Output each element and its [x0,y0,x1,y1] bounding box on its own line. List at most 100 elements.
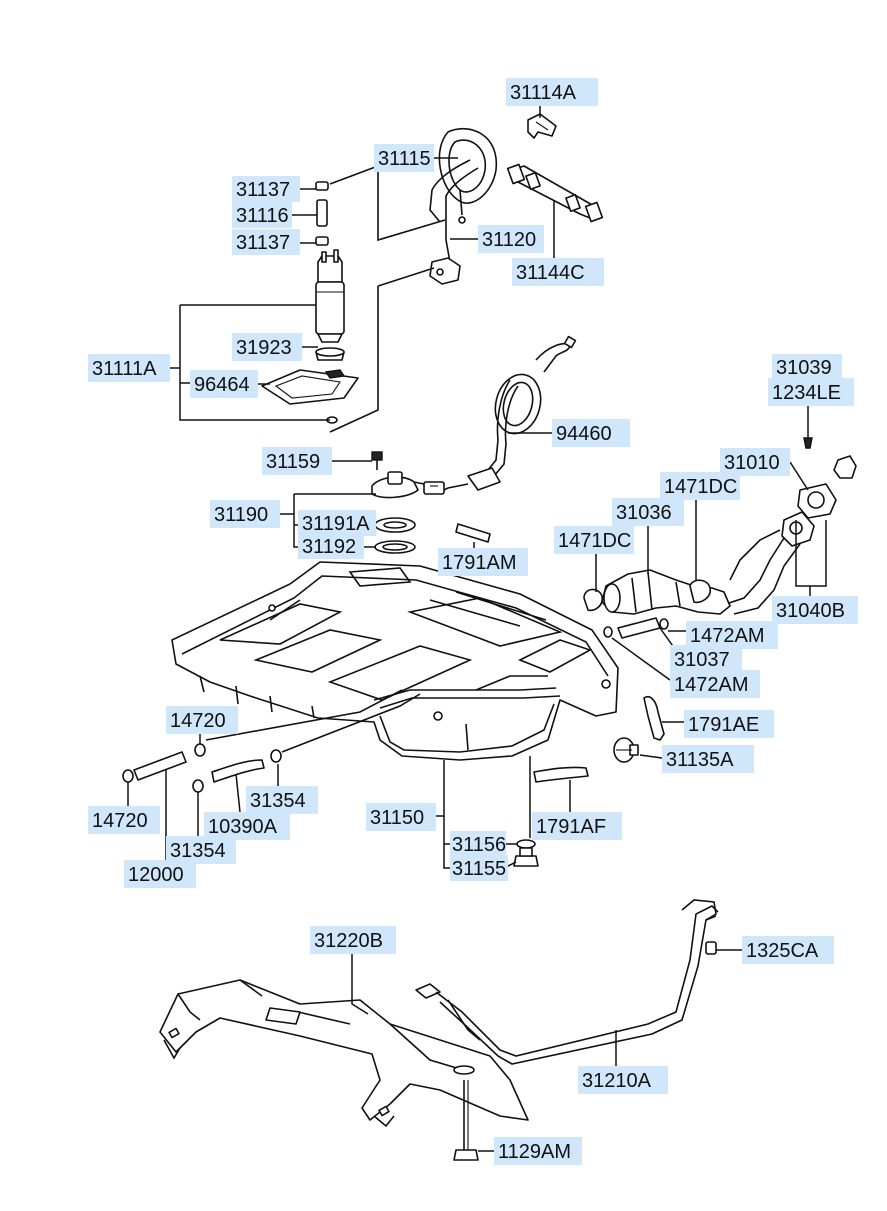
label-31220B: 31220B [310,926,396,954]
svg-text:31354: 31354 [170,840,226,862]
label-31192: 31192 [298,533,364,559]
fuel-pump-motor-drawing [315,249,345,343]
svg-text:1471DC: 1471DC [558,530,631,552]
sender-unit-94460-drawing [423,335,577,495]
bolt-1129AM-drawing [453,1065,479,1161]
svg-text:31115: 31115 [378,148,431,170]
svg-text:31040B: 31040B [776,600,845,622]
pump-flange-31115-drawing [429,127,498,285]
part-labels: 31114A 31115 31137 31116 31137 31120 311… [88,78,858,1165]
label-31036: 31036 [612,498,684,526]
label-31159: 31159 [262,447,332,475]
svg-text:31156: 31156 [452,834,506,856]
pump-assembly-outline [329,165,446,433]
svg-text:31210A: 31210A [582,1070,652,1092]
svg-text:1791AM: 1791AM [442,552,517,574]
svg-text:31039: 31039 [776,357,832,379]
hose-1791AF-drawing [533,766,589,783]
label-31116: 31116 [232,202,292,228]
svg-text:31111A: 31111A [92,358,157,380]
svg-text:1472AM: 1472AM [674,674,749,696]
strap-31210A-drawing [415,899,719,1065]
svg-text:1791AF: 1791AF [536,816,606,838]
label-31354-lower: 31354 [166,836,236,864]
hose-1791AM-drawing [455,523,491,543]
label-14720-upper: 14720 [166,706,238,734]
svg-text:31220B: 31220B [314,930,383,952]
valve-31135A-drawing [613,737,639,763]
label-31144C: 31144C [512,258,604,286]
label-31040B: 31040B [772,596,858,624]
svg-text:31155: 31155 [452,858,506,880]
cushion-31923-drawing [315,347,345,361]
label-12000: 12000 [124,860,196,888]
clip-31114A-drawing [527,113,557,139]
svg-text:31923: 31923 [236,337,292,359]
svg-text:1471DC: 1471DC [664,476,737,498]
fuel-tank-31150-drawing [171,561,619,761]
filler-neck-31040B-drawing [725,437,857,615]
svg-text:1325CA: 1325CA [746,940,819,962]
svg-text:31144C: 31144C [516,262,585,284]
small-parts-31137-31116-drawing [315,181,329,246]
label-31150: 31150 [366,803,436,831]
label-31354-upper: 31354 [246,786,318,814]
label-14720-lower: 14720 [88,806,160,834]
svg-text:12000: 12000 [128,864,184,886]
label-31156: 31156 [450,831,506,857]
svg-text:31191A: 31191A [302,513,370,535]
label-31923: 31923 [232,333,302,361]
filler-hose-31036-drawing [583,569,731,615]
hose-31144C-drawing [506,163,604,223]
svg-text:31116: 31116 [236,205,289,227]
svg-text:31137: 31137 [236,179,290,201]
label-31190: 31190 [210,500,280,528]
svg-text:31159: 31159 [266,451,320,473]
label-31039: 31039 [772,354,842,380]
label-31115: 31115 [374,144,434,172]
svg-text:96464: 96464 [194,374,250,396]
svg-text:14720: 14720 [92,810,148,832]
label-31010: 31010 [720,448,790,476]
label-31135A: 31135A [662,745,754,773]
svg-text:31037: 31037 [674,649,730,671]
svg-text:31135A: 31135A [666,749,734,771]
label-31037: 31037 [670,645,742,673]
label-1325CA: 1325CA [742,936,834,964]
label-10390A: 10390A [204,812,290,840]
svg-text:31190: 31190 [214,504,268,526]
label-31137-lower: 31137 [232,229,300,255]
label-1129AM: 1129AM [494,1137,582,1165]
svg-text:94460: 94460 [556,423,612,445]
svg-text:31036: 31036 [616,502,672,524]
filter-96464-drawing [261,369,359,424]
svg-text:10390A: 10390A [208,816,278,838]
label-1472AM-lower: 1472AM [670,670,760,698]
svg-text:31150: 31150 [370,807,424,829]
svg-text:31010: 31010 [724,452,780,474]
svg-text:31137: 31137 [236,232,290,254]
label-1234LE: 1234LE [768,378,854,406]
label-31111A: 31111A [88,354,170,382]
svg-text:31354: 31354 [250,790,306,812]
label-1791AF: 1791AF [532,812,622,840]
svg-text:31114A: 31114A [510,82,577,104]
svg-text:1791AE: 1791AE [688,714,759,736]
label-1472AM-upper: 1472AM [686,621,778,649]
label-1471DC-lower: 1471DC [554,526,634,554]
protector-31220B-drawing [159,979,529,1128]
hose-31037-drawing [603,617,669,639]
hose-1791AE-drawing [643,696,665,741]
label-31191A: 31191A [298,510,376,536]
label-94460: 94460 [552,419,630,447]
svg-text:1472AM: 1472AM [690,625,765,647]
label-31120: 31120 [478,225,544,253]
svg-text:31192: 31192 [302,536,356,558]
screw-31159-drawing [371,451,383,470]
label-31155: 31155 [450,855,508,881]
svg-text:1129AM: 1129AM [498,1141,571,1163]
label-1471DC-upper: 1471DC [660,472,740,500]
svg-text:31120: 31120 [482,229,536,251]
label-96464: 96464 [190,370,258,398]
